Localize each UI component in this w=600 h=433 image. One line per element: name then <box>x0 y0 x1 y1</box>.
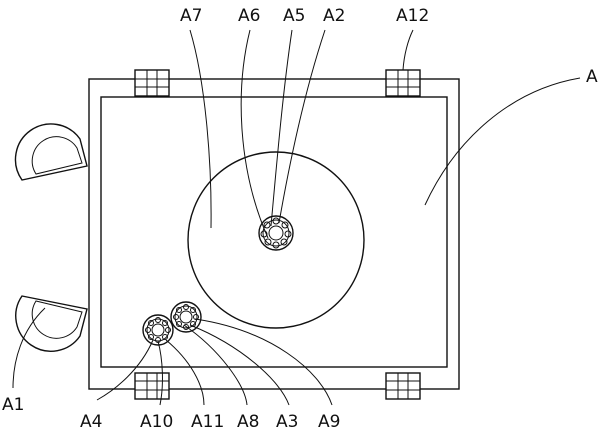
leader-A <box>424 77 581 206</box>
label-A6: A6 <box>238 6 260 26</box>
label-A3: A3 <box>276 412 298 432</box>
leader-A5 <box>270 29 293 227</box>
label-A10: A10 <box>140 412 173 432</box>
leader-A3 <box>189 324 290 406</box>
label-A4: A4 <box>80 412 102 432</box>
half-disc-lower <box>15 295 88 352</box>
label-A11: A11 <box>191 412 224 432</box>
label-A: A <box>586 67 598 87</box>
leader-A10 <box>157 340 163 406</box>
label-A9: A9 <box>318 412 340 432</box>
leader-A8 <box>183 324 248 406</box>
central-bearing <box>258 215 294 251</box>
leader-lines <box>12 29 581 406</box>
bracket-bottom-right <box>385 372 421 400</box>
small-bearing-left <box>142 314 174 346</box>
leader-A9 <box>194 318 333 406</box>
label-A2: A2 <box>323 6 345 26</box>
large-disc <box>187 151 365 329</box>
leader-A1 <box>12 307 46 389</box>
label-A1: A1 <box>2 395 24 415</box>
label-A7: A7 <box>180 6 202 26</box>
leader-A7 <box>189 29 212 229</box>
small-bearing-right <box>170 301 202 333</box>
label-A8: A8 <box>237 412 259 432</box>
leader-A2 <box>278 29 326 224</box>
leader-A6 <box>240 29 269 239</box>
bracket-top-right <box>385 69 421 97</box>
leader-A4 <box>96 339 154 401</box>
bracket-bottom-left <box>134 372 170 400</box>
label-A5: A5 <box>283 6 305 26</box>
inner-frame <box>100 96 448 368</box>
half-disc-upper <box>14 123 88 181</box>
bracket-top-left <box>134 69 170 97</box>
label-A12: A12 <box>396 6 429 26</box>
leader-A12 <box>402 29 414 71</box>
leader-A11 <box>165 339 205 406</box>
outer-frame <box>88 78 460 390</box>
